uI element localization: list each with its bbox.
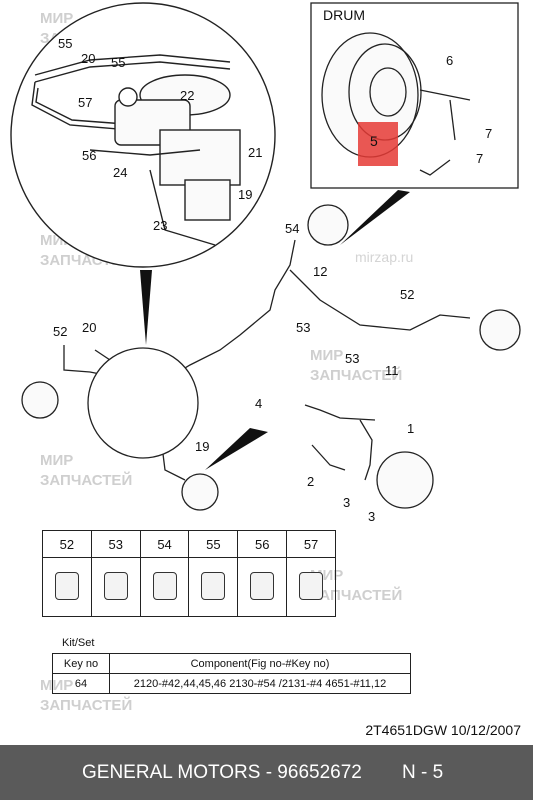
callout-53b: 53	[345, 351, 359, 366]
callout-11: 11	[385, 363, 399, 378]
footer-bar: GENERAL MOTORS - 96652672 N - 5	[0, 745, 533, 800]
kit-row: 64 2120-#42,44,45,46 2130-#54 /2131-#4 4…	[52, 673, 411, 694]
brake-lines	[21, 204, 521, 511]
parts-header-cell: 54	[139, 530, 190, 558]
master-cylinder-inset	[10, 2, 276, 268]
kit-header-row: Key no Component(Fig no-#Key no)	[52, 653, 411, 674]
highlight-label: 5	[370, 133, 378, 149]
parts-header-cell: 57	[286, 530, 336, 558]
callout-4: 4	[255, 396, 262, 411]
callout-21: 21	[248, 145, 262, 160]
callout-7a: 7	[485, 126, 492, 141]
callout-19b: 19	[195, 439, 209, 454]
brake-system-diagram: МИР ЗАПЧАСТЕЙ МИР ЗАПЧАСТЕЙ МИР ЗАПЧАСТЕ…	[10, 2, 521, 714]
kit-table: Key no Component(Fig no-#Key no) 64 2120…	[52, 653, 411, 694]
callout-19a: 19	[238, 187, 252, 202]
callout-6: 6	[446, 53, 453, 68]
callout-12: 12	[313, 264, 327, 279]
callout-3b: 3	[368, 509, 375, 524]
parts-header-cell: 56	[237, 530, 288, 558]
kit-col-component: Component(Fig no-#Key no)	[109, 653, 411, 674]
callout-52a: 52	[400, 287, 414, 302]
kit-col-key: Key no	[52, 653, 110, 674]
parts-table-header-row: 52 53 54 55 56 57	[42, 530, 336, 558]
clip-54-icon	[152, 571, 177, 600]
callout-22: 22	[180, 88, 194, 103]
inset-pointer	[140, 270, 152, 345]
watermark-text: ЗАПЧАСТЕЙ	[40, 696, 132, 714]
footer-page: N - 5	[402, 762, 444, 783]
callout-20a: 20	[81, 51, 95, 66]
callout-56: 56	[82, 148, 96, 163]
callout-2: 2	[307, 474, 314, 489]
watermark-text: mirzap.ru	[355, 249, 413, 265]
clip-53-icon	[103, 571, 128, 600]
parts-table: 52 53 54 55 56 57	[42, 530, 336, 617]
parts-table-icon-row	[42, 557, 336, 617]
drum-title: DRUM	[323, 7, 365, 23]
highlight-box	[358, 122, 398, 166]
watermark-text: ЗАПЧАСТЕЙ	[40, 471, 132, 489]
footer-title: GENERAL MOTORS - 96652672	[82, 762, 362, 783]
drum-pointer	[340, 190, 410, 245]
callout-55a: 55	[58, 36, 72, 51]
watermark-text: МИР	[310, 347, 343, 364]
parts-header-cell: 52	[42, 530, 92, 558]
callout-24: 24	[113, 165, 127, 180]
watermark-text: ЗАПЧАСТЕЙ	[310, 366, 402, 384]
callout-53a: 53	[296, 320, 310, 335]
callout-23: 23	[153, 218, 167, 233]
callout-54: 54	[285, 221, 299, 236]
caliper-pointer	[205, 428, 268, 470]
callout-7b: 7	[476, 151, 483, 166]
clip-57-icon	[299, 571, 324, 600]
callout-55b: 55	[111, 55, 125, 70]
callout-57: 57	[78, 95, 92, 110]
kit-row-component: 2120-#42,44,45,46 2130-#54 /2131-#4 4651…	[109, 673, 411, 694]
drawing-code: 2T4651DGW 10/12/2007	[365, 722, 521, 738]
kit-row-key: 64	[52, 673, 110, 694]
drum-inset: DRUM 5	[310, 2, 519, 189]
clip-56-icon	[250, 571, 275, 600]
parts-header-cell: 55	[188, 530, 239, 558]
watermark-text: МИР	[40, 452, 73, 469]
kit-title: Kit/Set	[62, 637, 95, 649]
parts-header-cell: 53	[90, 530, 141, 558]
callout-1: 1	[407, 421, 414, 436]
watermark-text: МИР	[40, 10, 73, 27]
callout-20b: 20	[82, 320, 96, 335]
callout-52b: 52	[53, 324, 67, 339]
callout-labels: 55 20 55 57 22 56 21 24 19 23 6 7 7 54 1…	[53, 36, 492, 524]
clip-55-icon	[201, 571, 226, 600]
clip-52-icon	[54, 571, 79, 600]
callout-3a: 3	[343, 495, 350, 510]
